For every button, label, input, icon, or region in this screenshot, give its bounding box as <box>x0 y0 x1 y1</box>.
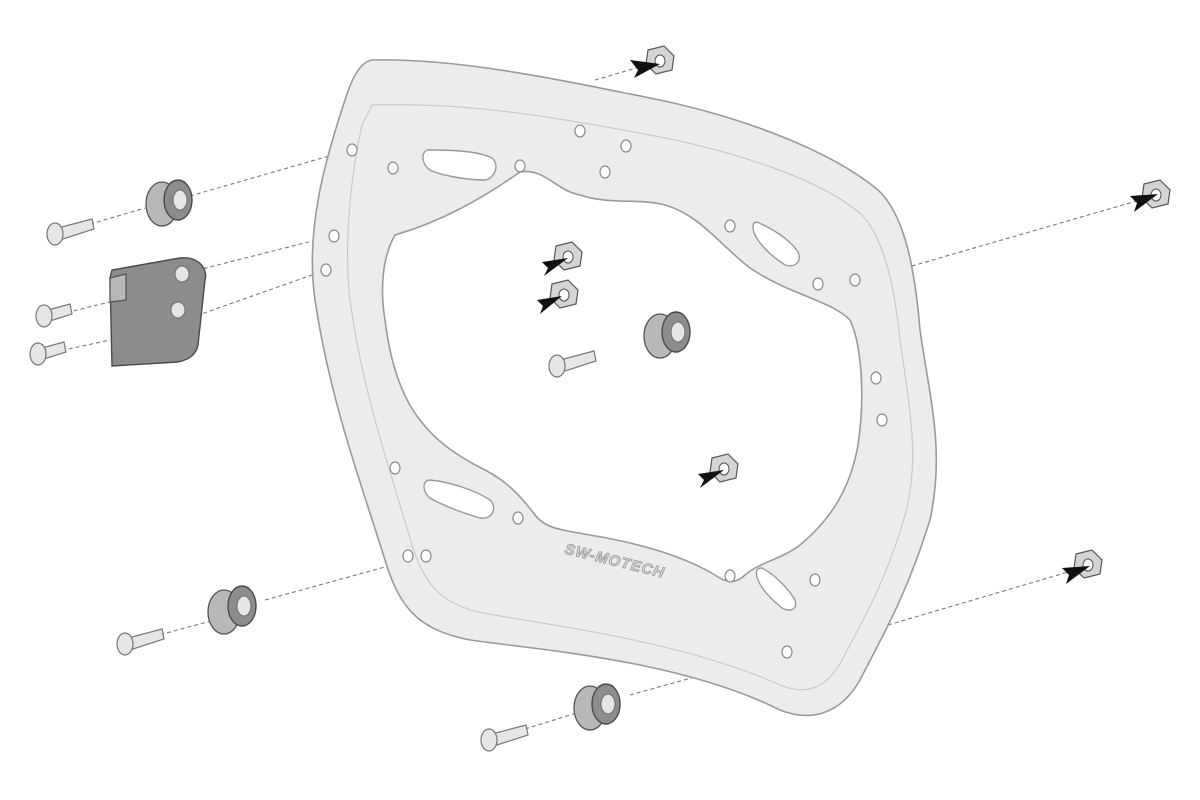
slot <box>422 149 497 181</box>
bolt-icon <box>35 303 73 328</box>
spacer-icon <box>145 179 193 227</box>
spacer-icon <box>573 683 621 731</box>
bolt-icon <box>29 341 67 366</box>
nut-icon <box>645 45 675 75</box>
bolt-icon <box>116 628 165 656</box>
bolt-icon <box>46 218 95 246</box>
bracket <box>109 257 207 367</box>
mounting-frame: SW-MOTECH <box>311 59 938 717</box>
nut-icon <box>1141 179 1171 209</box>
slot <box>755 567 797 611</box>
slot <box>423 479 495 519</box>
arrow-icon <box>537 60 1158 584</box>
nut-icon <box>549 279 579 309</box>
frame-holes <box>320 124 888 659</box>
slot <box>752 221 800 267</box>
spacer-icon <box>643 311 691 359</box>
bolt-icon <box>548 350 597 378</box>
bolt-icon <box>480 724 529 752</box>
spacer-icon <box>207 585 257 635</box>
